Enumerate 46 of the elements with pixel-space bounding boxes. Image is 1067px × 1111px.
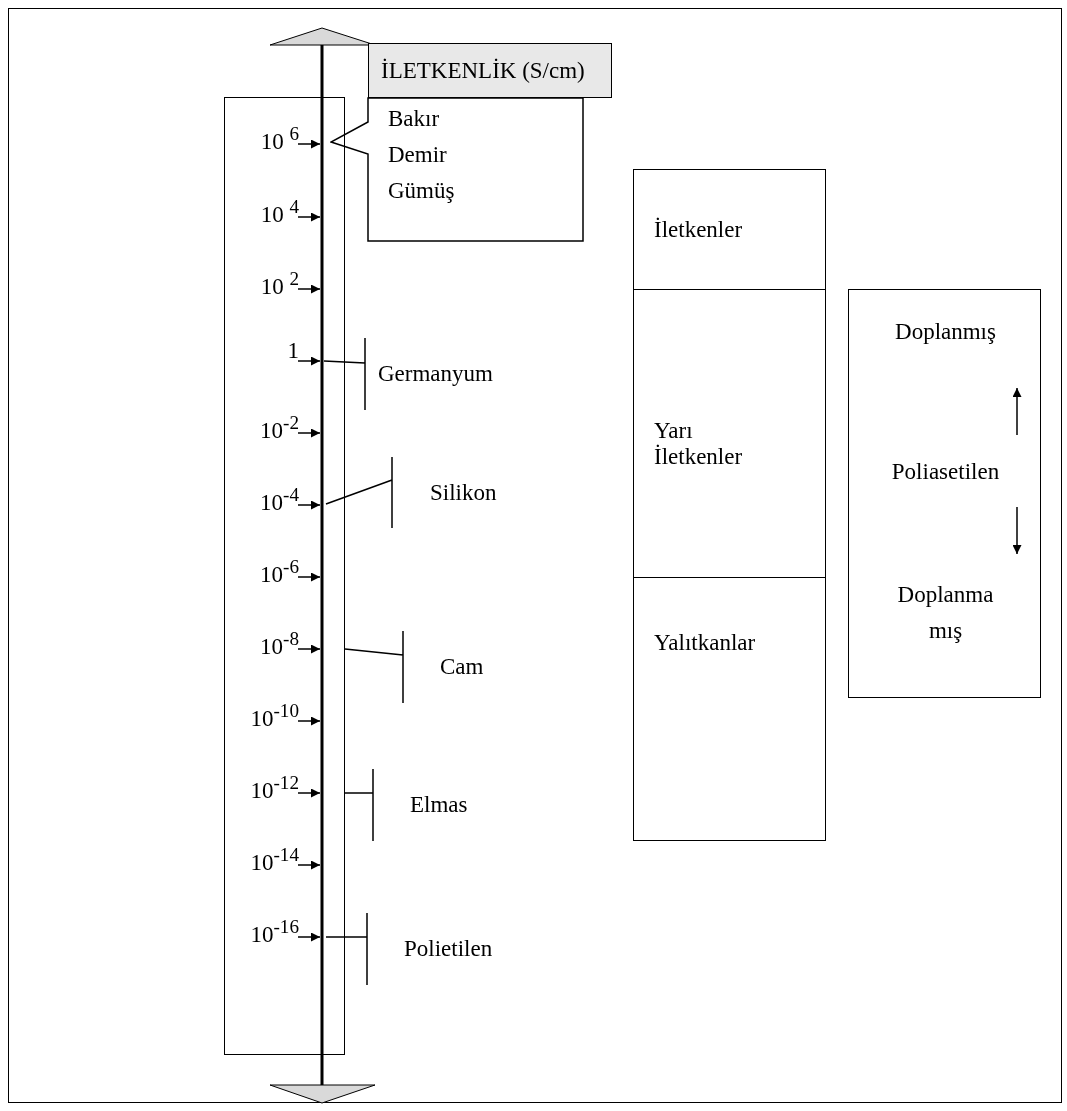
state-label: Doplanmış bbox=[850, 304, 1041, 388]
tick-arrow bbox=[297, 284, 321, 294]
arrow bbox=[1012, 387, 1022, 436]
material-label: Germanyum bbox=[365, 338, 515, 410]
tick-arrow bbox=[297, 212, 321, 222]
tick-label: 10 $^{4}$ bbox=[233, 190, 299, 226]
tick-label: 1 bbox=[233, 334, 299, 370]
tick-label: 10$^{-6}$ bbox=[233, 550, 299, 586]
category-box: Yarı İletkenler bbox=[633, 289, 826, 578]
category-box: Yalıtkanlar bbox=[633, 577, 826, 841]
material-label: Cam bbox=[403, 631, 503, 703]
tick-arrow bbox=[297, 644, 321, 654]
tick-arrow bbox=[297, 788, 321, 798]
state-label: Doplanma mış bbox=[850, 555, 1041, 655]
material-label: Polietilen bbox=[367, 913, 507, 985]
tick-label: 10$^{-8}$ bbox=[233, 622, 299, 658]
scale-panel bbox=[848, 289, 1041, 698]
callout-box: Bakır Demir Gümüş bbox=[330, 97, 584, 242]
leader-line bbox=[323, 337, 366, 411]
tick-arrow bbox=[297, 139, 321, 149]
tick-arrow bbox=[297, 860, 321, 870]
leader-line bbox=[325, 912, 368, 986]
tick-arrow bbox=[297, 572, 321, 582]
tick-arrow bbox=[297, 428, 321, 438]
arrow bbox=[344, 768, 374, 842]
tick-label: 10$^{-2}$ bbox=[233, 406, 299, 442]
material-label: Silikon bbox=[392, 457, 512, 528]
tick-arrow bbox=[297, 932, 321, 942]
material-label: Poliasetilen bbox=[850, 436, 1041, 508]
tick-label: 10 $^{6}$ bbox=[233, 117, 299, 153]
leader-line bbox=[325, 456, 393, 529]
tick-arrow bbox=[297, 356, 321, 366]
tick-label: 10$^{-14}$ bbox=[233, 838, 299, 874]
category-box: İletkenler bbox=[633, 169, 826, 290]
tick-label: 10$^{-4}$ bbox=[233, 478, 299, 514]
tick-label: 10 $^{2}$ bbox=[233, 262, 299, 298]
tick-label: 10$^{-10}$ bbox=[233, 694, 299, 730]
tick-arrow bbox=[297, 500, 321, 510]
scale-panel bbox=[224, 97, 345, 1055]
tick-label: 10$^{-16}$ bbox=[233, 910, 299, 946]
material-label: Elmas bbox=[373, 769, 483, 841]
tick-arrow bbox=[297, 716, 321, 726]
axis-title-box: İLETKENLİK (S/cm) bbox=[368, 43, 612, 98]
arrow bbox=[1012, 506, 1022, 555]
tick-label: 10$^{-12}$ bbox=[233, 766, 299, 802]
arrow bbox=[344, 630, 404, 704]
